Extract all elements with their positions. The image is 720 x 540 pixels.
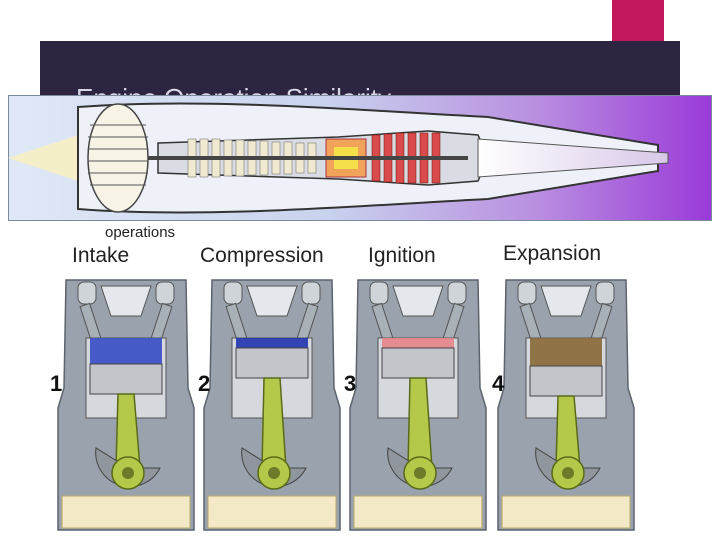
intake-airflow [8, 135, 78, 181]
stroke-label-intake: Intake [72, 244, 130, 267]
intake-port [246, 285, 298, 317]
piston [89, 363, 163, 395]
operations-label: operations [105, 224, 176, 241]
crank-center [562, 467, 574, 479]
crank-center [268, 467, 280, 479]
stroke-number-ignition: 3 [344, 371, 357, 396]
cam-left [223, 281, 243, 305]
exhaust-cone [477, 138, 669, 178]
intake-port [100, 285, 152, 317]
stroke-number-intake: 1 [50, 371, 63, 396]
cam-left [517, 281, 537, 305]
cam-left [77, 281, 97, 305]
stroke-number-expansion: 4 [492, 371, 505, 396]
engine-intake-stroke [57, 279, 195, 531]
cam-right [447, 281, 467, 305]
jet-engine-cutaway [8, 95, 712, 221]
piston [381, 347, 455, 379]
oil-sump [353, 495, 483, 529]
cylinder-charge [90, 338, 162, 368]
fan [87, 103, 149, 213]
shaft [148, 156, 468, 160]
intake-port [540, 285, 592, 317]
intake-port [392, 285, 444, 317]
crank-center [414, 467, 426, 479]
cam-right [155, 281, 175, 305]
engine-ignition-stroke [349, 279, 487, 531]
crank-center [122, 467, 134, 479]
stroke-number-compression: 2 [198, 371, 211, 396]
piston [529, 365, 603, 397]
engine-expansion-stroke [497, 279, 635, 531]
oil-sump [501, 495, 631, 529]
cylinder-charge [530, 338, 602, 370]
cam-right [301, 281, 321, 305]
engine-compression-stroke [203, 279, 341, 531]
stroke-label-ignition: Ignition [368, 244, 436, 267]
oil-sump [207, 495, 337, 529]
piston [235, 347, 309, 379]
stroke-label-expansion: Expansion [503, 242, 602, 265]
cam-left [369, 281, 389, 305]
stroke-label-compression: Compression [200, 244, 324, 267]
cam-right [595, 281, 615, 305]
oil-sump [61, 495, 191, 529]
